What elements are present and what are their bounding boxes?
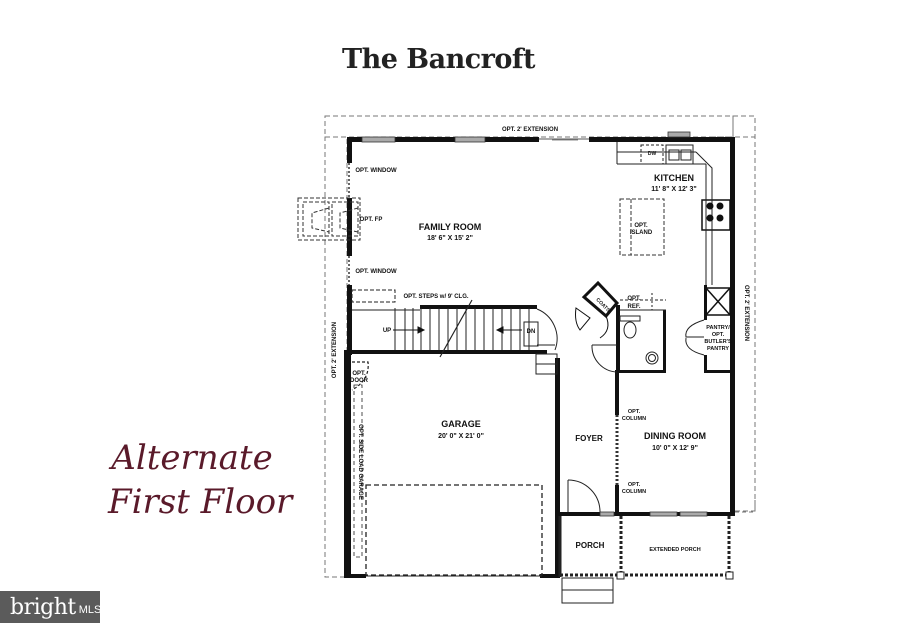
opt-side-load-label: OPT. SIDE LOAD GARAGE [357,424,363,500]
dw-label: DW [648,151,657,157]
family-room-name: FAMILY ROOM [419,222,482,232]
opt-ref-line1: OPT. [627,296,641,302]
opt-door-line1: OPT. [352,371,366,377]
pantry-doors [685,319,705,356]
pantry-line4: PANTRY [707,346,729,352]
kitchen-counters [616,142,713,285]
kitchen-name: KITCHEN [654,173,694,183]
dining-room-dims: 10' 0" X 12' 9" [652,445,698,452]
dn-label: DN [527,329,536,335]
subtitle-line-2: First Floor [108,482,293,522]
coat-closet [575,280,620,339]
pantry-line1: PANTRY/ [706,325,730,331]
porch [558,496,756,604]
bright-mls-watermark: bright MLS [0,591,102,623]
foyer-name: FOYER [575,434,603,443]
opt-ref-line2: REF. [627,304,640,310]
dining-room-name: DINING ROOM [644,431,706,441]
opt-door-line2: DOOR [350,378,369,384]
opt-island-line1: OPT. [634,223,648,229]
subtitle-line-1: Alternate [111,438,273,478]
left-extension-label: OPT. 2' EXTENSION [332,322,338,378]
up-label: UP [383,328,391,334]
opt-column-lower-1: OPT. [628,482,641,488]
stove-burners [706,202,724,222]
extended-porch-name: EXTENDED PORCH [649,547,700,553]
floor-subtitle: Alternate First Floor [108,436,293,524]
opt-window-upper-label: OPT. WINDOW [355,168,397,174]
opt-column-lower-2: COLUMN [622,489,646,495]
garage-features [351,361,543,577]
room-labels: OPT. 2' EXTENSION OPT. WINDOW OPT. WINDO… [332,127,749,553]
opt-window-lower-label: OPT. WINDOW [355,269,397,275]
watermark-suffix: MLS [78,604,102,616]
opt-column-upper-2: COLUMN [622,416,646,422]
pantry-line3: BUTLER'S [704,339,732,345]
garage-dims: 20' 0" X 21' 0" [438,433,484,440]
garage-name: GARAGE [441,419,481,429]
opt-island-line2: ISLAND [630,230,653,236]
plan-title: The Bancroft [342,44,536,75]
powder-room-fixtures [591,293,666,373]
pantry-line2: OPT. [712,332,725,338]
porch-name: PORCH [576,541,605,550]
right-extension-label: OPT. 2' EXTENSION [743,285,749,341]
opt-fp-label: OPT. FP [360,217,383,223]
opt-steps-label: OPT. STEPS w/ 9' CLG. [403,294,468,300]
front-door [567,479,601,513]
stair-arrows [393,326,522,334]
fridge-box [705,287,731,316]
optional-fireplace [297,197,361,241]
opt-column-upper-1: OPT. [628,409,641,415]
kitchen-dims: 11' 8" X 12' 3" [651,186,696,193]
top-extension-label: OPT. 2' EXTENSION [502,127,558,133]
exterior-walls [344,137,735,578]
optional-island [619,198,665,256]
windows [361,131,708,517]
watermark-brand: bright [10,594,76,620]
family-room-dims: 18' 6" X 15' 2" [427,235,473,242]
